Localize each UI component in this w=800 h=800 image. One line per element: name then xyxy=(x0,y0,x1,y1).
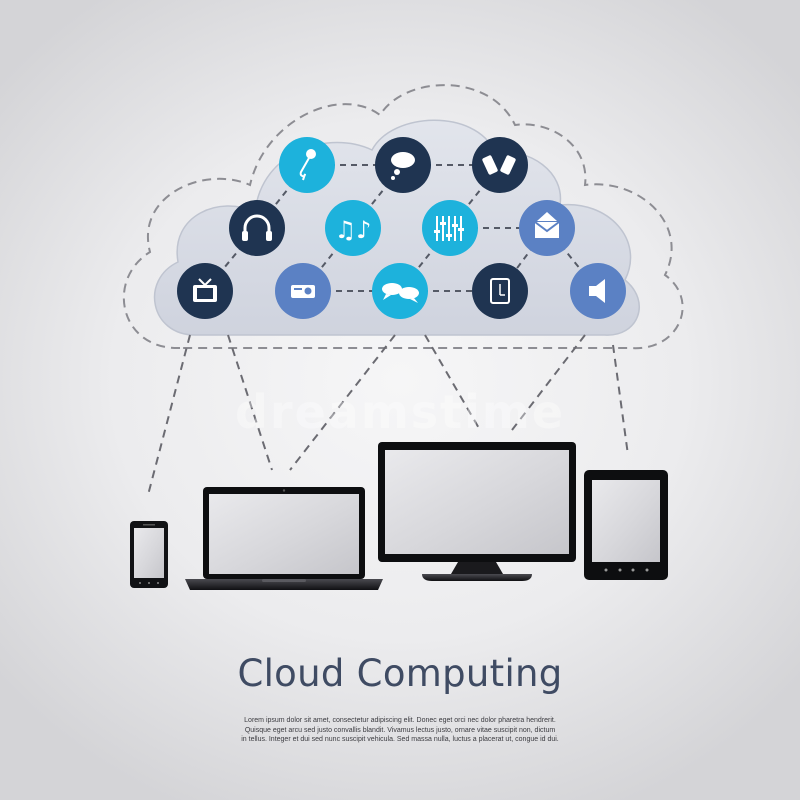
body-line: in tellus. Integer et dui sed nunc susci… xyxy=(241,736,559,743)
desktop-monitor-device xyxy=(378,442,576,581)
page-title: Cloud Computing xyxy=(237,652,563,695)
mobile-phones-icon[interactable] xyxy=(472,137,528,193)
headphones-icon[interactable] xyxy=(229,200,285,256)
smartphone-device xyxy=(130,521,168,588)
device-links xyxy=(147,334,629,496)
laptop-device xyxy=(185,487,383,590)
smartphone-icon[interactable] xyxy=(472,263,528,319)
speaker-icon[interactable] xyxy=(570,263,626,319)
lorem-paragraph: Lorem ipsum dolor sit amet, consectetur … xyxy=(240,716,560,745)
tablet-device xyxy=(584,470,668,580)
chat-bubbles-icon[interactable] xyxy=(372,263,428,319)
microphone-icon[interactable] xyxy=(279,137,335,193)
television-icon[interactable] xyxy=(177,263,233,319)
body-line: Quisque eget arcu sed justo convallis bl… xyxy=(244,726,556,734)
equalizer-icon[interactable] xyxy=(422,200,478,256)
envelope-icon[interactable] xyxy=(519,200,575,256)
thought-bubble-icon[interactable] xyxy=(375,137,431,193)
cloud-outline-dashed xyxy=(123,84,684,350)
svg-text:♫♪: ♫♪ xyxy=(335,216,372,244)
body-line: Lorem ipsum dolor sit amet, consectetur … xyxy=(244,717,556,724)
music-notes-icon[interactable]: ♫♪ xyxy=(325,200,381,256)
projector-icon[interactable] xyxy=(275,263,331,319)
cloud-icon-nodes: ♫♪ xyxy=(177,137,626,319)
